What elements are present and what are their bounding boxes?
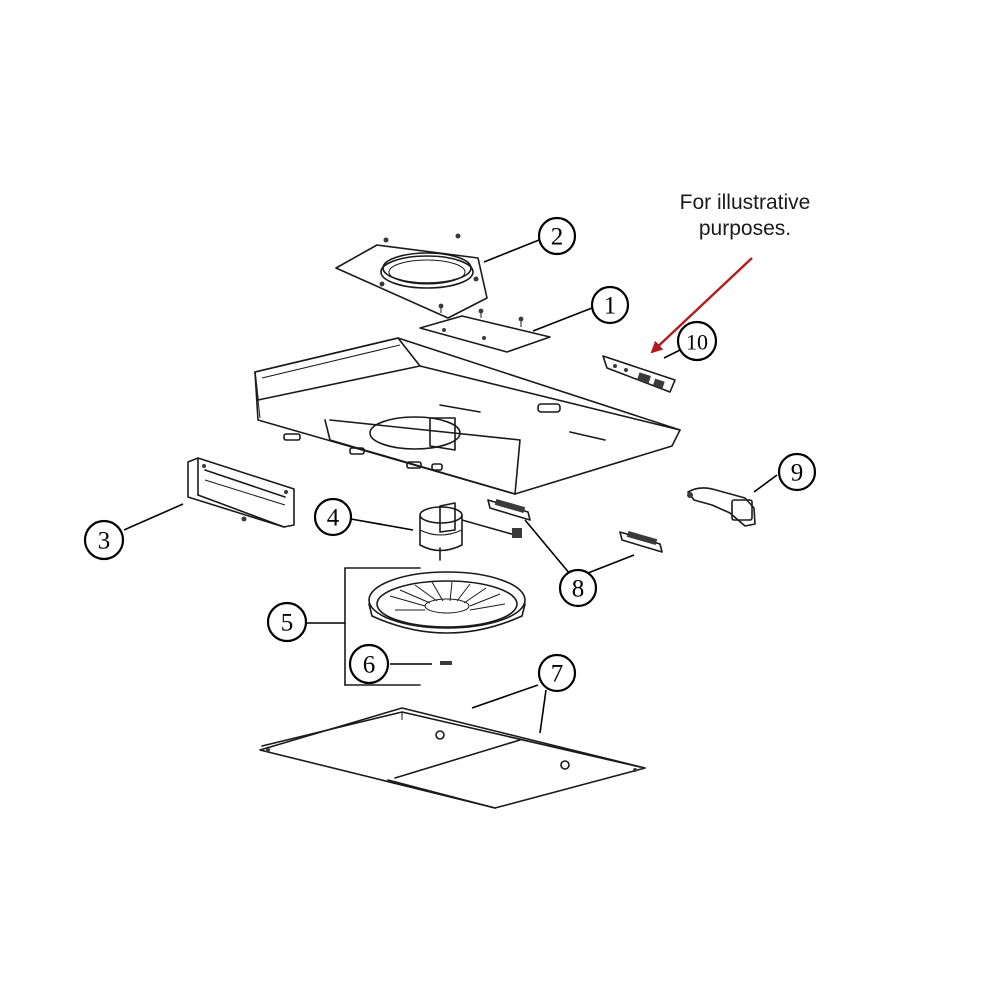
hood-housing bbox=[254, 337, 681, 495]
callout-label: 5 bbox=[281, 610, 294, 637]
callout-10: 10 bbox=[676, 320, 718, 362]
callout-label: 2 bbox=[551, 224, 564, 251]
callout-label: 3 bbox=[98, 528, 111, 555]
note-line-1: For illustrative bbox=[679, 191, 811, 214]
duct-collar-plate bbox=[335, 233, 488, 319]
terminal-block-upper bbox=[487, 498, 531, 521]
grease-filters bbox=[259, 707, 646, 809]
callout-label: 7 bbox=[551, 661, 564, 688]
illustrative-note: For illustrative purposes. bbox=[640, 190, 850, 242]
callout-label: 8 bbox=[572, 576, 585, 603]
callout-2: 2 bbox=[537, 216, 577, 256]
fan-wheel bbox=[344, 567, 526, 686]
callout-6: 6 bbox=[348, 643, 390, 685]
callout-label: 10 bbox=[686, 330, 708, 355]
callout-5: 5 bbox=[266, 601, 308, 643]
callout-8: 8 bbox=[558, 568, 598, 608]
illustrative-arrow bbox=[650, 257, 753, 354]
fan-nut bbox=[440, 661, 452, 665]
power-connector bbox=[687, 487, 756, 527]
top-plate bbox=[419, 303, 551, 353]
callout-1: 1 bbox=[590, 285, 630, 325]
callout-3: 3 bbox=[83, 519, 125, 561]
note-line-2: purposes. bbox=[698, 217, 792, 240]
callout-label: 6 bbox=[363, 652, 376, 679]
callout-7: 7 bbox=[537, 653, 577, 693]
callout-label: 1 bbox=[604, 293, 617, 320]
leader-lines bbox=[123, 239, 778, 734]
control-board bbox=[602, 355, 676, 393]
terminal-block-lower bbox=[619, 530, 663, 553]
light-housing bbox=[187, 457, 295, 528]
callout-9: 9 bbox=[777, 452, 817, 492]
callout-label: 4 bbox=[327, 505, 340, 532]
callout-4: 4 bbox=[313, 497, 353, 537]
callout-label: 9 bbox=[791, 460, 804, 487]
blower-motor bbox=[419, 502, 522, 561]
